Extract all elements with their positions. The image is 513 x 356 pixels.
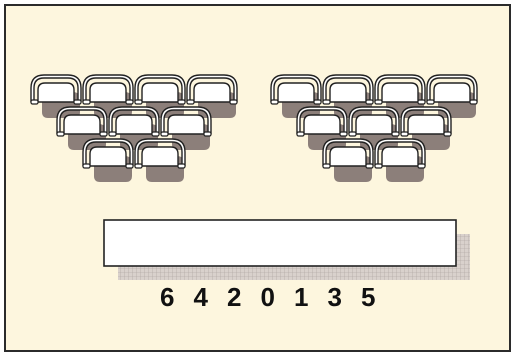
seat-number: 5: [361, 282, 395, 313]
chair-icon: [427, 75, 477, 118]
whiteboard: [104, 220, 456, 266]
seat-number: 1: [294, 282, 328, 313]
seating-area: [31, 75, 477, 182]
chair-icon: [83, 75, 133, 118]
chair-icon: [187, 75, 237, 118]
seat-number: 2: [227, 282, 261, 313]
seat-number: 6: [160, 282, 194, 313]
seat-number: 4: [194, 282, 228, 313]
chair-icon: [271, 75, 321, 118]
chair-icon: [375, 75, 425, 118]
seat-number: 3: [328, 282, 362, 313]
chair-icon: [31, 75, 81, 118]
seat-number: 0: [261, 282, 295, 313]
chair-icon: [323, 75, 373, 118]
chair-icon: [135, 75, 185, 118]
